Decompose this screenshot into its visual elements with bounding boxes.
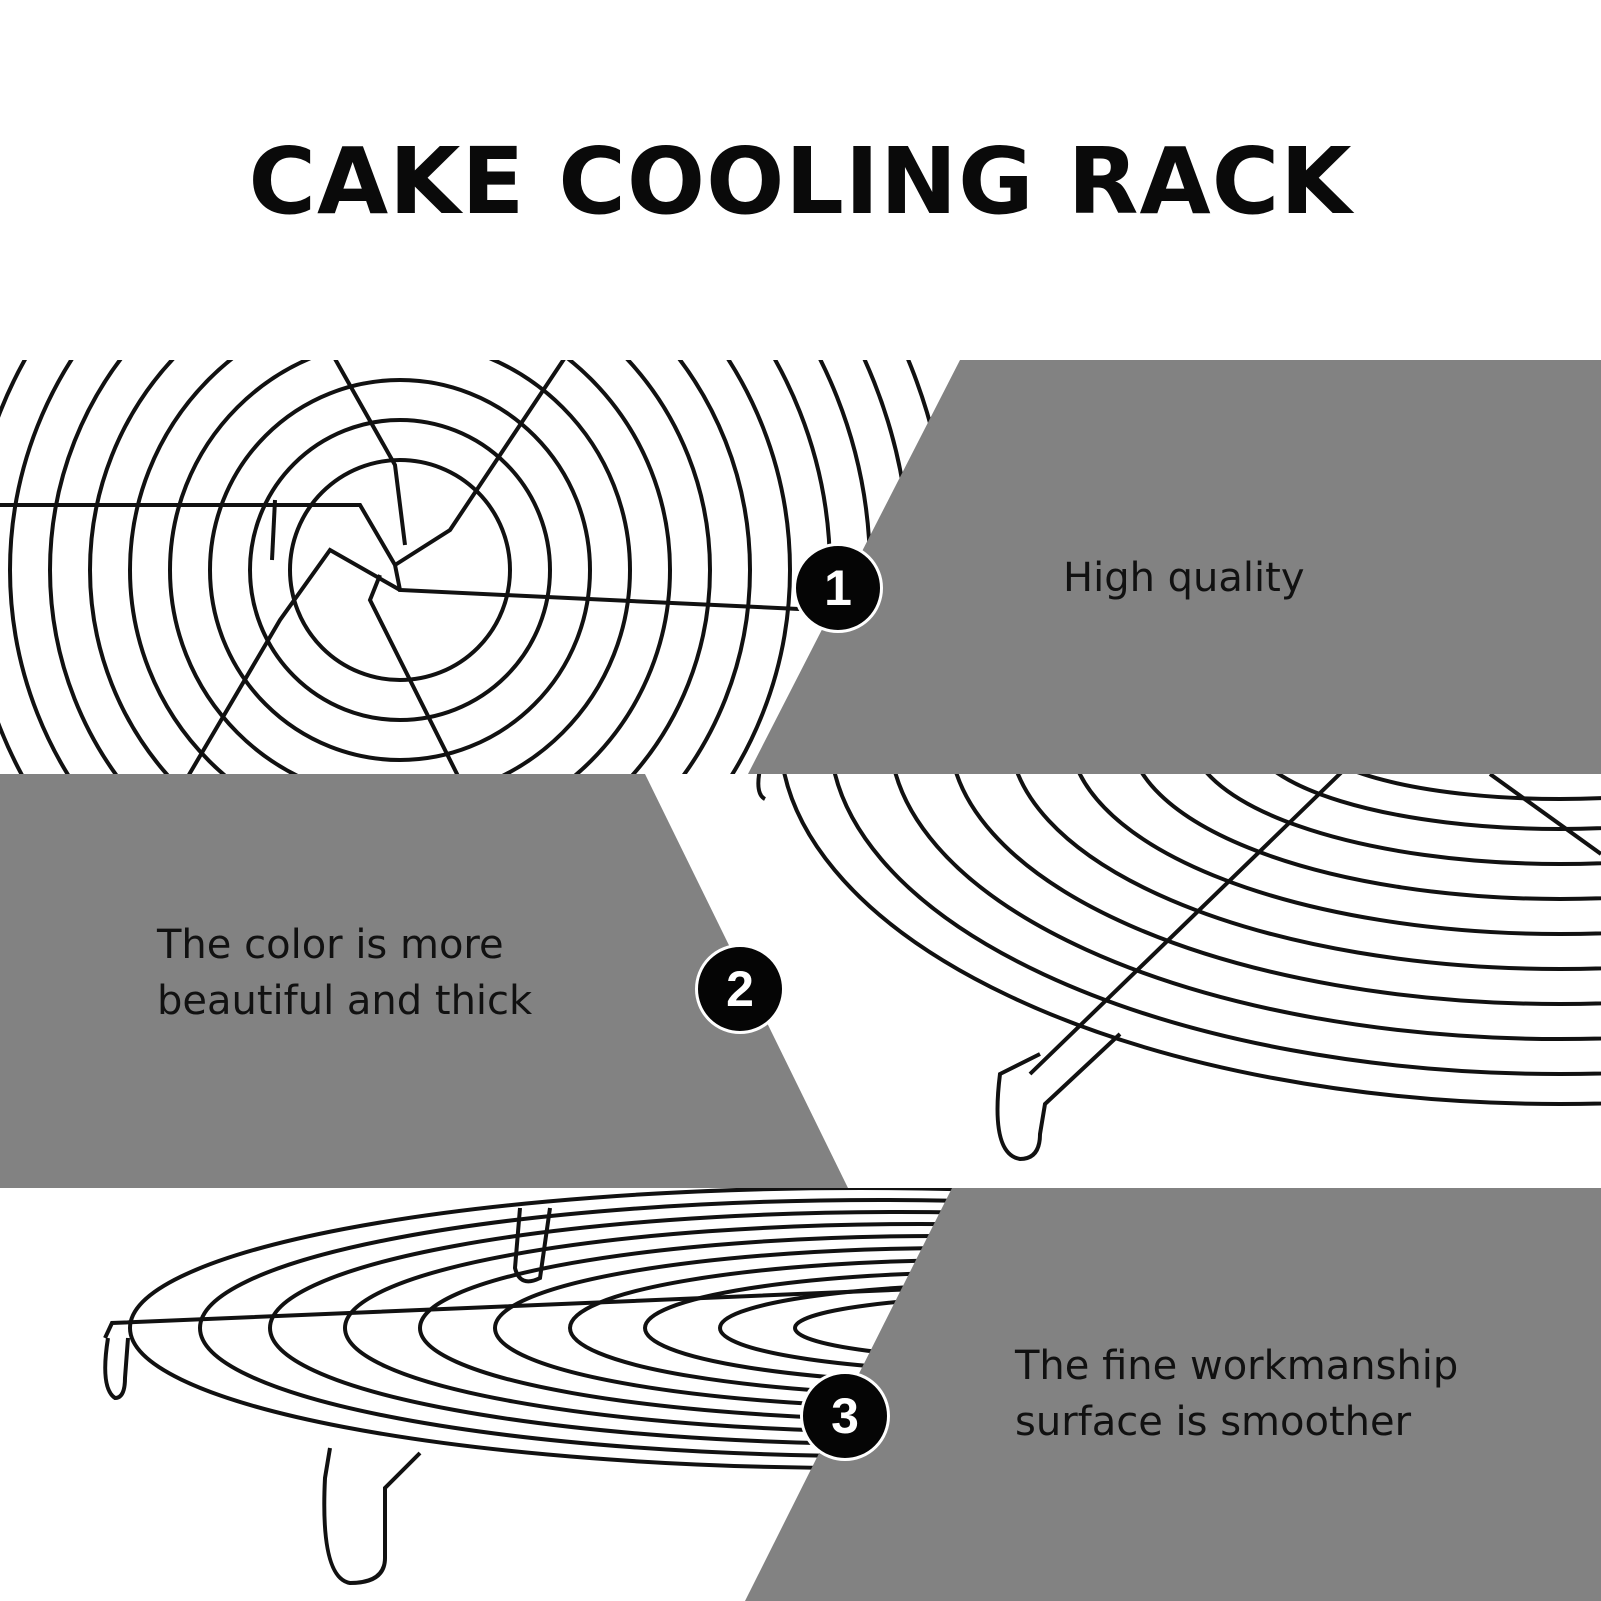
feature-line: High quality: [1063, 555, 1305, 601]
feature-line: beautiful and thick: [157, 978, 533, 1024]
feature-text-3: The fine workmanship surface is smoother: [1015, 1338, 1458, 1450]
feature-line: The color is more: [157, 922, 504, 968]
feature-number-badge: 2: [695, 944, 785, 1034]
feature-text-2: The color is more beautiful and thick: [157, 917, 532, 1029]
feature-text-1: High quality: [1063, 550, 1304, 606]
page-title: CAKE COOLING RACK: [248, 128, 1353, 235]
feature-line: The fine workmanship: [1015, 1343, 1459, 1389]
feature-number-badge: 3: [800, 1371, 890, 1461]
feature-number-badge: 1: [793, 543, 883, 633]
feature-line: surface is smoother: [1015, 1399, 1412, 1445]
rack-top-view-photo: [0, 360, 1601, 774]
rack-angled-view-photo: [0, 774, 1601, 1188]
feature-band-2: 2 The color is more beautiful and thick: [0, 774, 1601, 1188]
feature-band-1: 1 High quality: [0, 360, 1601, 774]
feature-band-3: 3 The fine workmanship surface is smooth…: [0, 1188, 1601, 1601]
rack-side-view-photo: [103, 1188, 1601, 1601]
